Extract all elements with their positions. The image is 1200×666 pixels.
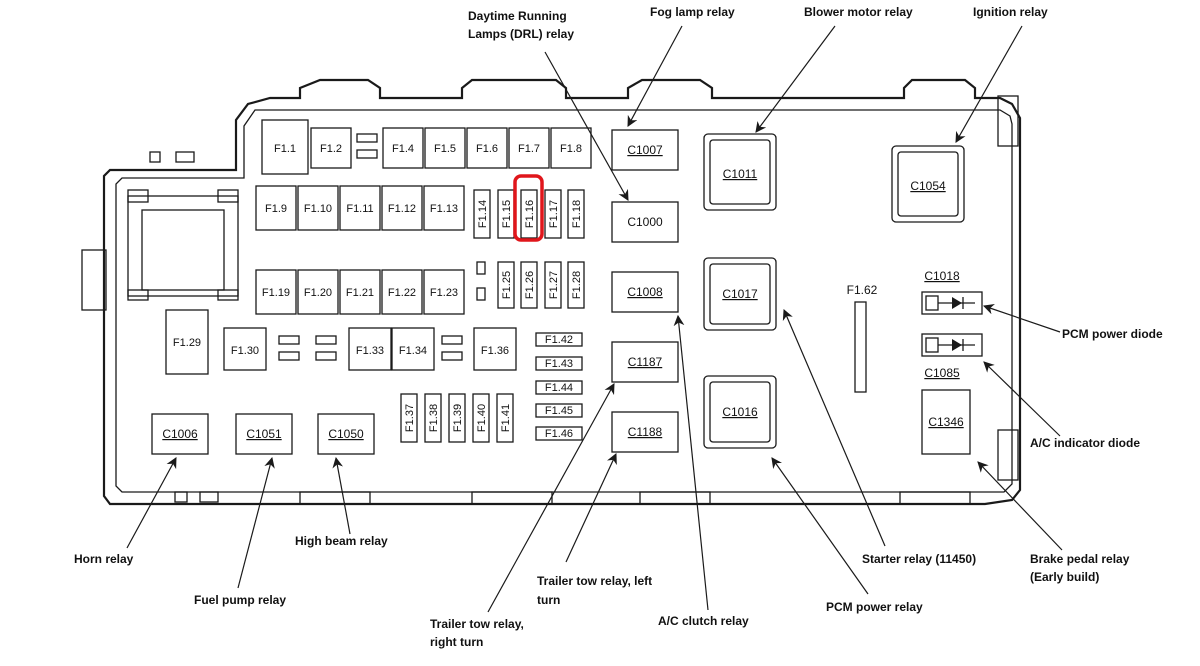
connector-label: C1017 xyxy=(722,287,758,301)
callout-labels: Daytime Running Lamps (DRL) relay Fog la… xyxy=(74,5,1163,649)
fuse-label: F1.37 xyxy=(404,404,416,432)
fuse-label: F1.22 xyxy=(388,287,416,299)
fuse-label: F1.41 xyxy=(500,404,512,432)
fuel-pump-relay-label: Fuel pump relay xyxy=(194,593,286,607)
connector-label: C1006 xyxy=(162,427,198,441)
fuse-label: F1.62 xyxy=(847,283,878,297)
fuse-label: F1.8 xyxy=(560,143,582,155)
relay-row-bottom: C1006 C1051 C1050 xyxy=(151,413,375,455)
connector-label: C1008 xyxy=(627,285,663,299)
connector-label: C1016 xyxy=(722,405,758,419)
fog-lamp-relay-label: Fog lamp relay xyxy=(650,5,735,19)
fuse-label: F1.4 xyxy=(392,143,414,155)
fuse-label: F1.45 xyxy=(545,405,573,417)
fuse-label: F1.28 xyxy=(571,271,583,299)
blower-motor-relay-label: Blower motor relay xyxy=(804,5,913,19)
fuse-label: F1.13 xyxy=(430,203,458,215)
connector-label: C1346 xyxy=(928,415,964,429)
leader-arrows xyxy=(126,25,1063,613)
connector-label: C1018 xyxy=(924,269,960,283)
connector-label: C1187 xyxy=(628,355,663,369)
fuse-label: F1.9 xyxy=(265,203,287,215)
fuse-label: F1.7 xyxy=(518,143,540,155)
connector-label: C1000 xyxy=(627,215,663,229)
ac-diode-icon xyxy=(921,333,983,357)
fuse-box-housing xyxy=(81,78,1022,506)
fuse-label: F1.14 xyxy=(477,200,489,228)
fuse-label: F1.27 xyxy=(548,271,560,299)
brake-pedal-relay-label: (Early build) xyxy=(1030,570,1099,584)
right-side-components: F1.62 C1018 C1085 C1346 xyxy=(847,269,983,455)
ac-indicator-diode-label: A/C indicator diode xyxy=(1030,436,1140,450)
fuse-label: F1.19 xyxy=(262,287,290,299)
fuse-label: F1.10 xyxy=(304,203,332,215)
fuse-label: F1.43 xyxy=(545,358,573,370)
trailer-tow-left-label: turn xyxy=(537,593,560,607)
fuse-label: F1.2 xyxy=(320,143,342,155)
fuse-row-3: F1.19 F1.20 F1.21 F1.22 F1.23 F1.25 F1.2… xyxy=(255,261,585,315)
fuse-label: F1.26 xyxy=(524,271,536,299)
pcm-diode-icon xyxy=(921,291,983,315)
drl-relay-label: Lamps (DRL) relay xyxy=(468,27,574,41)
relay-column-large: C1011 C1017 C1016 C1054 xyxy=(703,133,965,449)
pcm-power-diode-label: PCM power diode xyxy=(1062,327,1163,341)
fuse-label: F1.20 xyxy=(304,287,332,299)
fuse-label: F1.11 xyxy=(346,203,373,215)
fuse-label: F1.39 xyxy=(452,404,464,432)
ac-clutch-relay-label: A/C clutch relay xyxy=(658,614,749,628)
fuse-label: F1.23 xyxy=(430,287,458,299)
connector-label: C1007 xyxy=(627,143,663,157)
high-beam-relay-label: High beam relay xyxy=(295,534,388,548)
fuse-label: F1.34 xyxy=(399,345,427,357)
connector-label: C1011 xyxy=(723,167,758,181)
fuse-label: F1.21 xyxy=(346,287,374,299)
drl-relay-label: Daytime Running xyxy=(468,9,567,23)
fuse-label: F1.33 xyxy=(356,345,384,357)
fuse-label: F1.44 xyxy=(545,382,573,394)
connector-label: C1050 xyxy=(328,427,364,441)
fuse-label: F1.6 xyxy=(476,143,498,155)
fuse-label: F1.40 xyxy=(476,404,488,432)
fuse-label: F1.46 xyxy=(545,428,573,440)
fuse-label: F1.18 xyxy=(571,200,583,228)
fuse-label: F1.5 xyxy=(434,143,456,155)
fuse-label: F1.15 xyxy=(501,200,513,228)
fuse-label: F1.38 xyxy=(428,404,440,432)
connector-label: C1054 xyxy=(910,179,946,193)
fuse-label: F1.1 xyxy=(274,143,296,155)
brake-pedal-relay-label: Brake pedal relay xyxy=(1030,552,1130,566)
pcm-power-relay-label: PCM power relay xyxy=(826,600,923,614)
fuse-label: F1.36 xyxy=(481,345,509,357)
mini-fuse-block: F1.37 F1.38 F1.39 F1.40 F1.41 F1.42 F1.4… xyxy=(400,332,583,443)
trailer-tow-right-label: Trailer tow relay, xyxy=(430,617,524,631)
relay-column-middle: C1007 C1000 C1008 C1187 C1188 xyxy=(611,129,679,453)
fuse-label: F1.16 xyxy=(524,200,536,228)
horn-relay-label: Horn relay xyxy=(74,552,134,566)
trailer-tow-left-label: Trailer tow relay, left xyxy=(537,574,652,588)
fuse-row-4: F1.29 F1.30 F1.33 F1.34 F1.36 xyxy=(165,309,517,375)
fuse-row-1: F1.1 F1.2 F1.4 F1.5 F1.6 F1.7 F1.8 xyxy=(261,119,592,175)
fuse-row-2: F1.9 F1.10 F1.11 F1.12 F1.13 F1.14 F1.15… xyxy=(255,174,585,242)
fuse-label: F1.30 xyxy=(231,345,259,357)
fuse-label: F1.17 xyxy=(548,200,560,228)
highlight-f1-16 xyxy=(513,174,544,242)
connector-label: C1188 xyxy=(628,425,663,439)
fuse-label: F1.42 xyxy=(545,334,573,346)
ignition-relay-label: Ignition relay xyxy=(973,5,1048,19)
trailer-tow-right-label: right turn xyxy=(430,635,483,649)
fuse-label: F1.25 xyxy=(501,271,513,299)
fuse-label: F1.12 xyxy=(388,203,416,215)
connector-label: C1085 xyxy=(924,366,960,380)
connector-label: C1051 xyxy=(246,427,282,441)
fuse-label: F1.29 xyxy=(173,337,201,349)
starter-relay-label: Starter relay (11450) xyxy=(862,552,976,566)
